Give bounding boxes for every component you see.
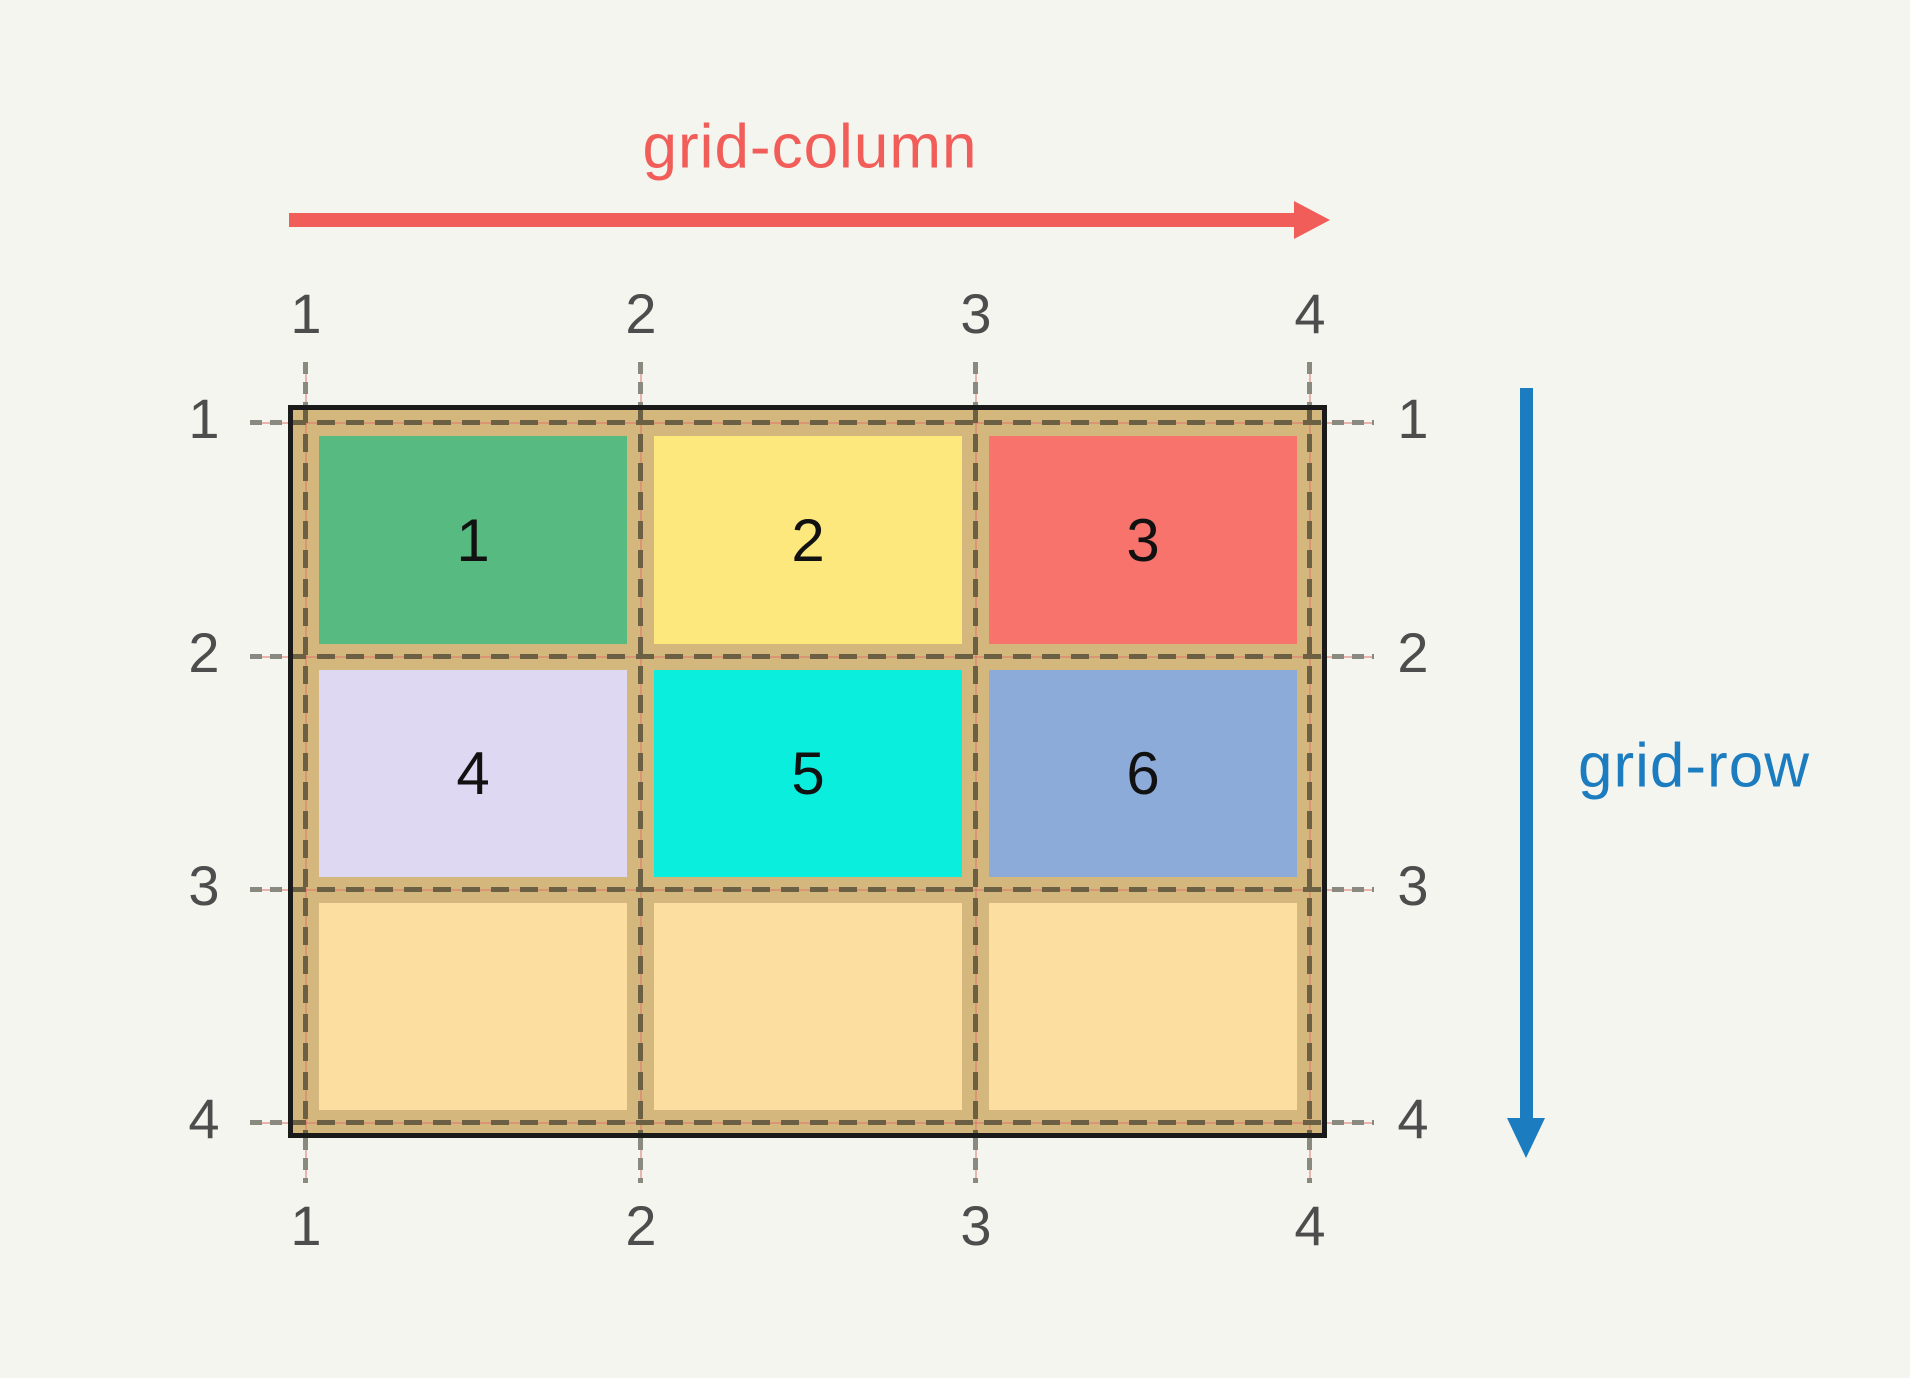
- tick-dash-left: [250, 420, 288, 425]
- row-line-number-left-2: 2: [188, 620, 220, 684]
- row-line-2: [288, 654, 1327, 659]
- grid-row-arrow-icon: [1520, 388, 1533, 1120]
- grid-item-1-number: 1: [456, 506, 490, 574]
- row-line-number-right-1: 1: [1397, 386, 1429, 450]
- row-line-1: [288, 420, 1327, 425]
- row-line-3: [288, 887, 1327, 892]
- tick-dash-bottom: [303, 1138, 308, 1183]
- tick-dash-right: [1332, 1120, 1374, 1125]
- row-line-number-left-4: 4: [188, 1086, 220, 1150]
- tick-dash-top: [973, 362, 978, 405]
- grid-empty-cell-3: [989, 903, 1297, 1110]
- grid-row-arrowhead-icon: [1507, 1118, 1545, 1158]
- tick-dash-left: [250, 1120, 288, 1125]
- column-line-3: [973, 405, 978, 1138]
- grid-item-6-number: 6: [1126, 740, 1160, 807]
- grid-item-5: 5: [654, 670, 962, 877]
- grid-column-arrowhead-icon: [1294, 201, 1330, 239]
- row-line-number-left-1: 1: [188, 386, 220, 450]
- grid-item-6: 6: [989, 670, 1297, 877]
- grid-item-1: 1: [319, 436, 627, 644]
- tick-dash-right: [1332, 887, 1374, 892]
- grid-item-4-number: 4: [456, 740, 490, 807]
- col-line-number-bottom-2: 2: [625, 1193, 657, 1257]
- tick-dash-bottom: [638, 1138, 643, 1183]
- row-line-4: [288, 1120, 1327, 1125]
- column-line-4: [1307, 405, 1312, 1138]
- tick-dash-right: [1332, 420, 1374, 425]
- grid-empty-cell-1: [319, 903, 627, 1110]
- tick-dash-bottom: [973, 1138, 978, 1183]
- col-line-number-top-3: 3: [960, 281, 992, 345]
- row-line-number-right-4: 4: [1397, 1086, 1429, 1150]
- grid-item-5-number: 5: [791, 740, 825, 807]
- tick-dash-top: [638, 362, 643, 405]
- grid-item-2: 2: [654, 436, 962, 644]
- grid-item-3-number: 3: [1126, 506, 1160, 574]
- grid-empty-cell-2: [654, 903, 962, 1110]
- grid-item-2-number: 2: [791, 506, 825, 574]
- col-line-number-bottom-3: 3: [960, 1193, 992, 1257]
- grid-column-label: grid-column: [642, 112, 978, 182]
- row-line-number-right-3: 3: [1397, 853, 1429, 917]
- grid-item-3: 3: [989, 436, 1297, 644]
- grid-item-4: 4: [319, 670, 627, 877]
- grid-border: [288, 405, 1327, 1138]
- tick-dash-right: [1332, 654, 1374, 659]
- col-line-number-top-4: 4: [1294, 281, 1326, 345]
- column-line-2: [638, 405, 643, 1138]
- row-line-number-right-2: 2: [1397, 620, 1429, 684]
- tick-dash-left: [250, 887, 288, 892]
- column-line-1: [303, 405, 308, 1138]
- col-line-number-bottom-4: 4: [1294, 1193, 1326, 1257]
- tick-dash-bottom: [1307, 1138, 1312, 1183]
- tick-dash-left: [250, 654, 288, 659]
- grid-row-label: grid-row: [1578, 731, 1810, 801]
- row-line-number-left-3: 3: [188, 853, 220, 917]
- tick-dash-top: [1307, 362, 1312, 405]
- grid-column-arrow-icon: [289, 213, 1295, 227]
- col-line-number-bottom-1: 1: [290, 1193, 322, 1257]
- col-line-number-top-2: 2: [625, 281, 657, 345]
- tick-dash-top: [303, 362, 308, 405]
- col-line-number-top-1: 1: [290, 281, 322, 345]
